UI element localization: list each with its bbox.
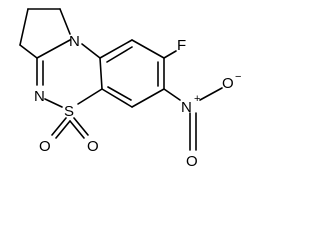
bond-ch2-ch2-left: [19, 8, 29, 46]
bond-sulfur-oxygen-right-second: [69, 120, 85, 139]
bond-amidine-c-ring-n: [36, 39, 71, 59]
bond-sulfur-oxygen-left-second: [55, 120, 71, 139]
bond-aryl-inner-a: [106, 46, 133, 63]
atom-nitro-oxygen-charge: −: [235, 71, 241, 83]
structure-canvas: N N S O O F N + O − O: [19, 8, 241, 170]
bond-ring-n-aryl: [81, 43, 101, 59]
atom-nitro-oxygen-bottom: O: [186, 153, 198, 170]
bond-ring-n-ch2: [59, 8, 71, 35]
atom-ring-nitrogen: N: [69, 33, 80, 50]
bond-aryl-c5-c6: [101, 88, 133, 108]
bond-aryl-inner-c: [107, 86, 132, 101]
bond-aryl-c6-c1: [99, 57, 103, 90]
atom-nitro-nitrogen: N: [181, 99, 192, 116]
atom-nitro-nitrogen-charge: +: [194, 93, 200, 105]
atom-nitro-oxygen-top: O: [222, 75, 234, 92]
atom-fluorine: F: [177, 37, 186, 54]
bond-ch2-amidine-c: [19, 44, 38, 59]
atom-sulfur: S: [64, 103, 74, 120]
bond-aryl-c1-c2: [99, 39, 133, 59]
bond-aryl-fluorine: [163, 50, 177, 59]
bond-aryl-c2-c3: [131, 39, 165, 59]
bond-sulfur-oxygen-right: [73, 117, 89, 136]
bond-aryl-nitro-n: [163, 88, 181, 101]
bond-sulfur-aryl: [77, 88, 103, 105]
atom-sulfonyl-oxygen-right: O: [87, 138, 99, 155]
atom-labels: N N S O O F N + O − O: [34, 33, 241, 170]
bond-sulfur-oxygen-left: [51, 117, 67, 136]
atom-sulfonyl-oxygen-left: O: [39, 138, 51, 155]
atom-imine-nitrogen: N: [34, 88, 45, 105]
bonds: [19, 8, 223, 151]
chemical-structure-diagram: N N S O O F N + O − O: [19, 8, 241, 170]
bond-imine-n-sulfur: [44, 98, 63, 108]
bond-nitro-n-oxygen-top: [199, 87, 223, 101]
bond-aryl-c4-c5: [131, 88, 165, 108]
